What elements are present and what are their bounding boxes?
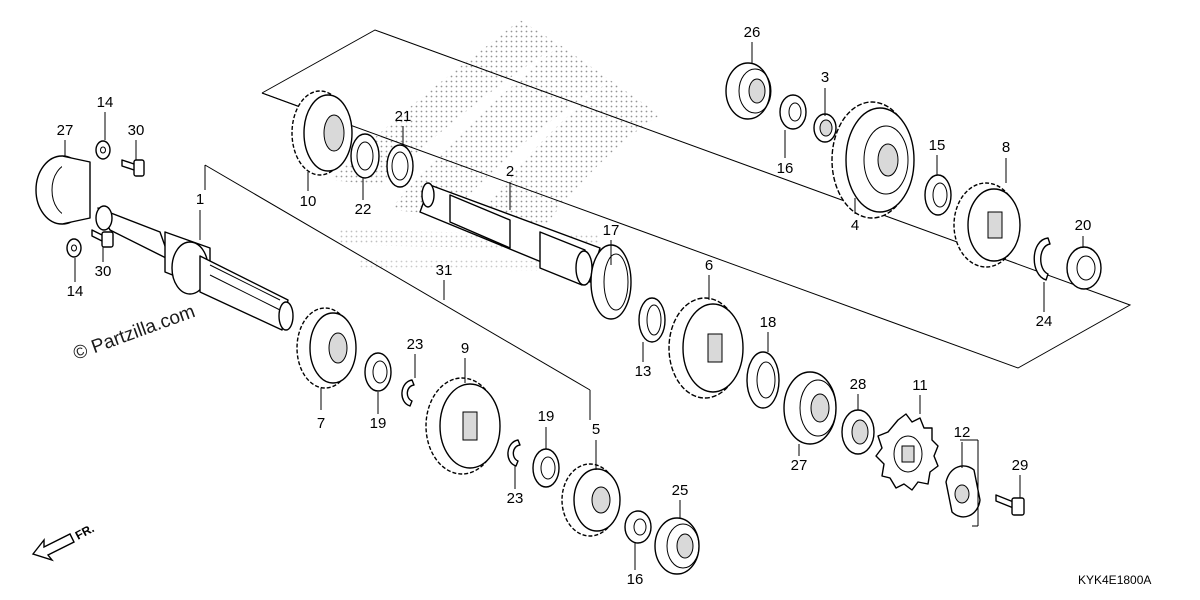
washer-bottom-left	[66, 238, 82, 258]
callout-c14a: 14	[97, 94, 114, 111]
callout-c17: 17	[603, 222, 620, 239]
callout-c23b: 23	[507, 490, 524, 507]
callout-c3: 3	[821, 69, 829, 86]
gear-4	[831, 101, 915, 219]
bearing-left	[35, 155, 91, 225]
sprocket-11	[875, 413, 939, 491]
countershaft	[419, 182, 601, 286]
callout-c27a: 27	[57, 122, 74, 139]
callout-c20: 20	[1075, 217, 1092, 234]
circlip-24	[1033, 237, 1051, 281]
callout-c23a: 23	[407, 336, 424, 353]
circlip-23-bottom	[507, 439, 521, 467]
bearing-26	[725, 62, 772, 120]
mainshaft	[95, 205, 294, 331]
callout-c27b: 27	[791, 457, 808, 474]
callout-c19b: 19	[538, 408, 555, 425]
callout-c31: 31	[436, 262, 453, 279]
washer-16-bottom	[624, 510, 652, 544]
callout-c1: 1	[196, 191, 204, 208]
front-direction-arrow: FR.	[31, 521, 97, 562]
callout-c7: 7	[317, 415, 325, 432]
bearing-right	[783, 371, 837, 445]
gear-6	[668, 297, 744, 399]
callout-c28: 28	[850, 376, 867, 393]
callout-c13: 13	[635, 363, 652, 380]
callout-c24: 24	[1036, 313, 1053, 330]
gear-7	[296, 307, 357, 389]
mainshaft-group-outline	[204, 164, 591, 391]
callout-c19a: 19	[370, 415, 387, 432]
bolt-bottom-left	[91, 229, 114, 248]
callout-c16b: 16	[627, 571, 644, 588]
callout-c30b: 30	[95, 263, 112, 280]
callout-c5: 5	[592, 421, 600, 438]
callout-c11: 11	[912, 377, 928, 394]
washer-18	[746, 351, 780, 409]
callout-c12: 12	[954, 424, 971, 441]
gear-5	[561, 463, 621, 537]
callout-c25: 25	[672, 482, 689, 499]
callout-c4: 4	[851, 217, 859, 234]
bushing-22	[350, 133, 380, 179]
countershaft-group-outline	[261, 29, 1132, 369]
washer-top-left	[95, 140, 111, 160]
callout-c8: 8	[1002, 139, 1010, 156]
plate-12	[945, 465, 981, 518]
callout-c30a: 30	[128, 122, 145, 139]
svg-text:FR.: FR.	[73, 521, 97, 542]
callout-c15: 15	[929, 137, 946, 154]
gear-9	[425, 377, 501, 475]
diagram-code: KYK4E1800A	[1078, 573, 1151, 587]
gear-10	[291, 90, 353, 176]
callout-c2: 2	[506, 163, 514, 180]
callout-c22: 22	[355, 201, 372, 218]
callout-c14b: 14	[67, 283, 84, 300]
watermark-text: © Partzilla.com	[71, 301, 198, 365]
callout-c16a: 16	[777, 160, 794, 177]
callout-c29: 29	[1012, 457, 1029, 474]
circlip-23-top	[401, 379, 415, 407]
bolt-top-left	[121, 159, 145, 177]
callout-c21: 21	[395, 108, 412, 125]
callout-c26: 26	[744, 24, 761, 41]
leader-lines	[64, 42, 1084, 570]
washer-21	[386, 144, 414, 188]
bolt-29	[995, 494, 1025, 516]
callout-c18: 18	[760, 314, 777, 331]
callout-c9: 9	[461, 340, 469, 357]
bearing-25	[654, 517, 700, 575]
washer-19-left	[364, 352, 392, 392]
gear-8	[953, 182, 1021, 268]
washer-16-top	[779, 94, 807, 130]
callout-c6: 6	[705, 257, 713, 274]
washer-20	[1066, 246, 1102, 290]
callout-c10: 10	[300, 193, 317, 210]
